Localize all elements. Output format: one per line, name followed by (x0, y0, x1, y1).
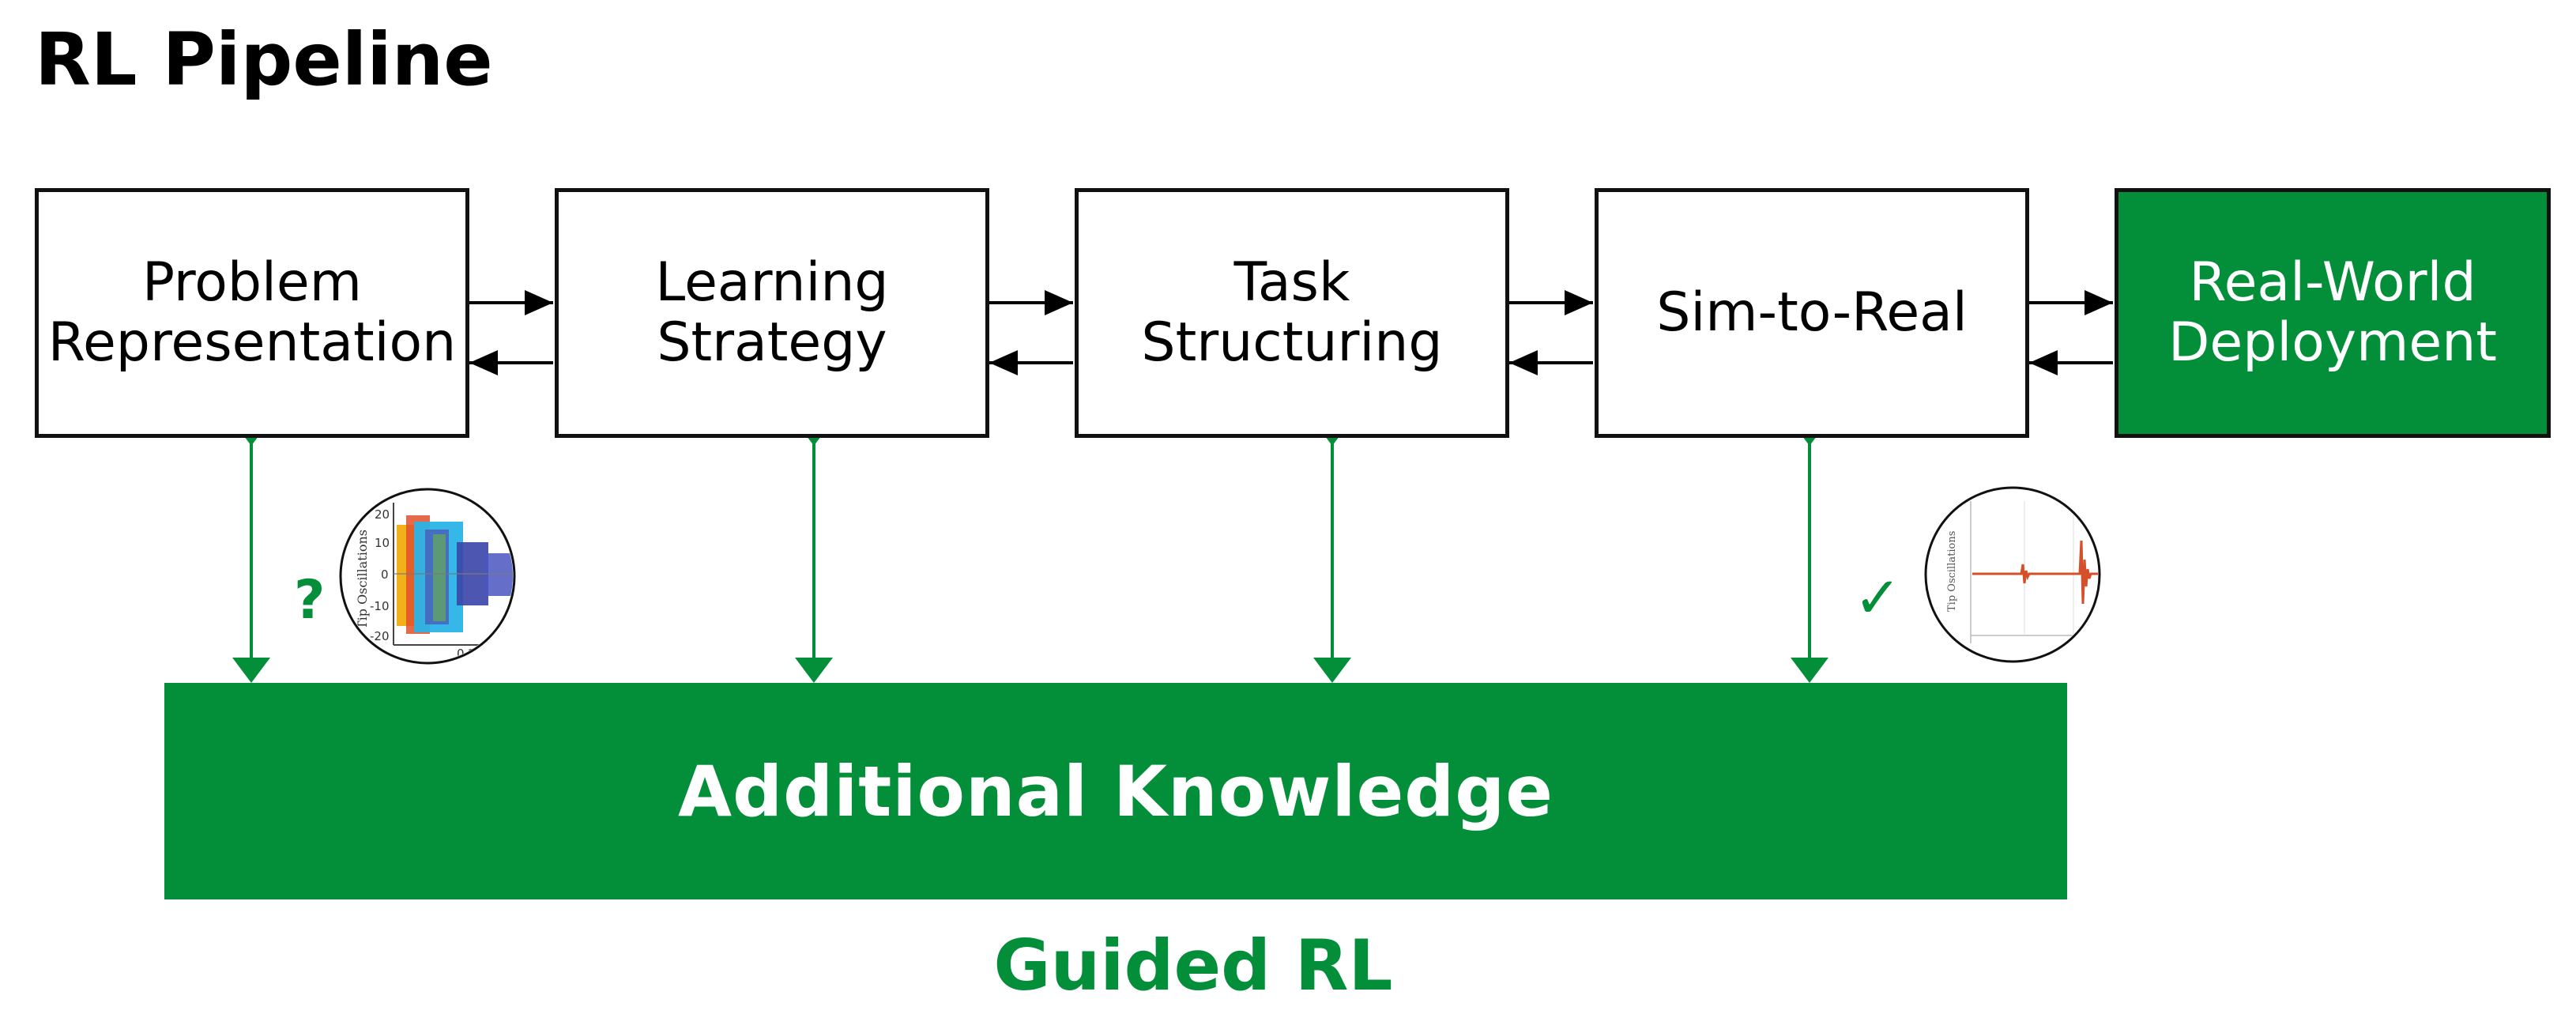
additional-knowledge-label: Additional Knowledge (678, 750, 1554, 832)
stage-label: Real-World Deployment (2168, 251, 2497, 374)
noisy-oscillation-thumbnail: 20 10 0 -10 -20 0.2 Tip Oscillations (339, 488, 516, 665)
thumbnail-ylabel: Tip Oscillations (355, 530, 370, 629)
stage-label: Learning Strategy (655, 251, 889, 374)
axis-tick: -10 (370, 599, 390, 613)
stage-task-structuring: Task Structuring (1075, 188, 1509, 438)
axis-tick: 0 (381, 567, 389, 582)
thumbnail-ylabel: Tip Oscillations (1946, 531, 1958, 612)
axis-tick: 20 (375, 507, 390, 522)
additional-knowledge-block: Additional Knowledge (164, 683, 2067, 899)
damped-oscillation-thumbnail: Tip Oscillations (1924, 486, 2101, 663)
diagram-title: RL Pipeline (35, 17, 493, 102)
stage-label: Problem Representation (47, 251, 457, 374)
axis-tick: -20 (370, 629, 390, 643)
stage-real-world-deployment: Real-World Deployment (2115, 188, 2551, 438)
stage-label: Task Structuring (1141, 251, 1443, 374)
stage-learning-strategy: Learning Strategy (555, 188, 989, 438)
stage-sim-to-real: Sim-to-Real (1595, 188, 2029, 438)
stage-problem-representation: Problem Representation (35, 188, 469, 438)
check-mark: ✓ (1854, 564, 1902, 631)
axis-tick: 10 (375, 536, 390, 550)
guided-rl-label: Guided RL (993, 925, 1393, 1006)
stage-label: Sim-to-Real (1656, 281, 1968, 344)
question-mark: ? (294, 569, 326, 632)
